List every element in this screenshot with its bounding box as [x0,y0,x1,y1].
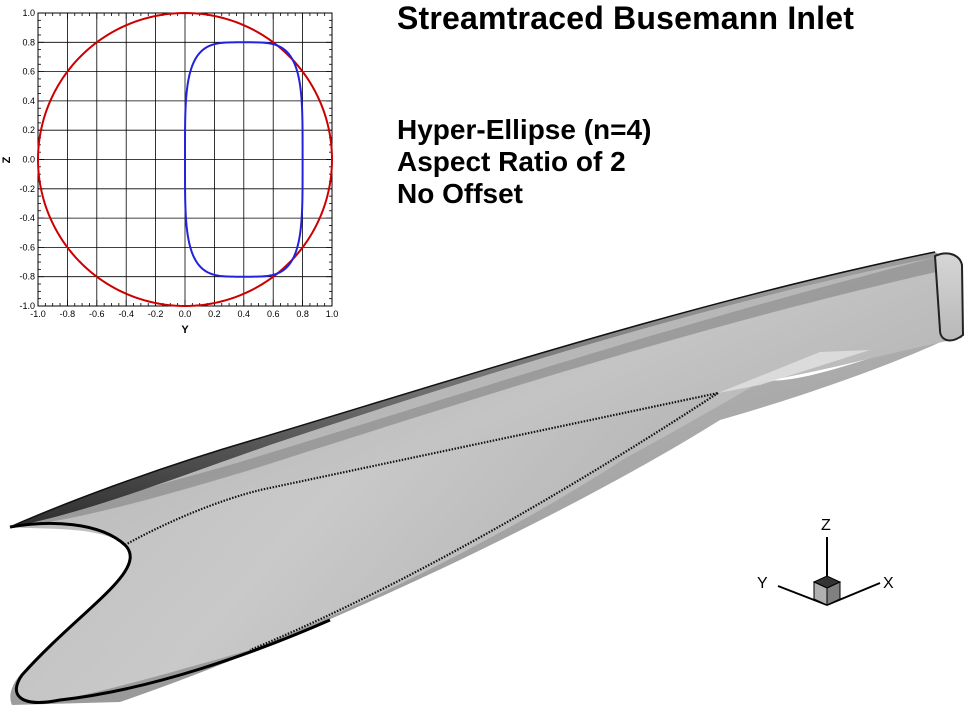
x-tick-label: 0.6 [267,309,280,319]
y-tick-label: 0.0 [22,155,35,165]
axis-triad: Z Y X [757,517,894,606]
triad-x-label: X [883,575,894,592]
inlet-surface [9,251,965,705]
inset-hyper-ellipse-curve [184,41,304,278]
y-tick-label: 0.2 [22,125,35,135]
triad-y-label: Y [757,575,768,592]
x-tick-label: -0.4 [118,309,134,319]
y-tick-label: 1.0 [22,8,35,18]
x-tick-label: -1.0 [30,309,46,319]
triad-cube [812,575,842,606]
inlet-exit-face [933,252,965,342]
y-tick-label: -1.0 [19,301,35,311]
inset-y-axis-label: Z [1,156,13,163]
inlet-throat-streak [718,350,870,393]
y-tick-label: -0.8 [19,272,35,282]
y-tick-label: -0.6 [19,242,35,252]
description-line-offset: No Offset [397,178,523,209]
plot-title: Streamtraced Busemann Inlet [397,0,855,36]
x-tick-label: -0.2 [148,309,164,319]
x-tick-label: 0.0 [179,309,192,319]
y-tick-label: 0.6 [22,67,35,77]
leading-edge-lower [249,392,719,652]
inlet-compression-fan [16,393,719,702]
x-tick-label: -0.8 [60,309,76,319]
y-tick-label: 0.4 [22,96,35,106]
x-tick-label: 0.8 [296,309,309,319]
x-tick-label: -0.6 [89,309,105,319]
x-tick-label: 0.4 [238,309,251,319]
y-tick-label: -0.4 [19,213,35,223]
inlet-upper-shade [10,256,945,527]
description-line-aspect: Aspect Ratio of 2 [397,146,626,177]
y-tick-label: -0.2 [19,184,35,194]
description-line-shape: Hyper-Ellipse (n=4) [397,114,652,145]
leading-edge-upper [124,391,719,546]
x-tick-label: 0.2 [208,309,221,319]
inset-x-tick-labels: -1.0 -0.8 -0.6 -0.4 -0.2 0.0 0.2 0.4 0.6 0.8 1.0 [30,309,338,319]
inset-x-axis-label: Y [181,324,189,336]
inlet-top-edge [9,251,936,528]
inset-capture-plot: -1.0 -0.8 -0.6 -0.4 -0.2 0.0 0.2 0.4 0.6 0.8 1.0 1… [1,8,338,336]
inset-circle-curve [36,11,334,308]
x-tick-label: 1.0 [326,309,339,319]
inlet-outline [9,521,331,704]
triad-y-axis [777,585,828,606]
triad-z-label: Z [821,517,831,534]
y-tick-label: 0.8 [22,37,35,47]
inlet-upper-band [10,252,942,527]
inset-y-tick-labels: 1.0 0.8 0.6 0.4 0.2 0.0 -0.2 -0.4 -0.6 -0.8 -1.0 [19,8,35,311]
